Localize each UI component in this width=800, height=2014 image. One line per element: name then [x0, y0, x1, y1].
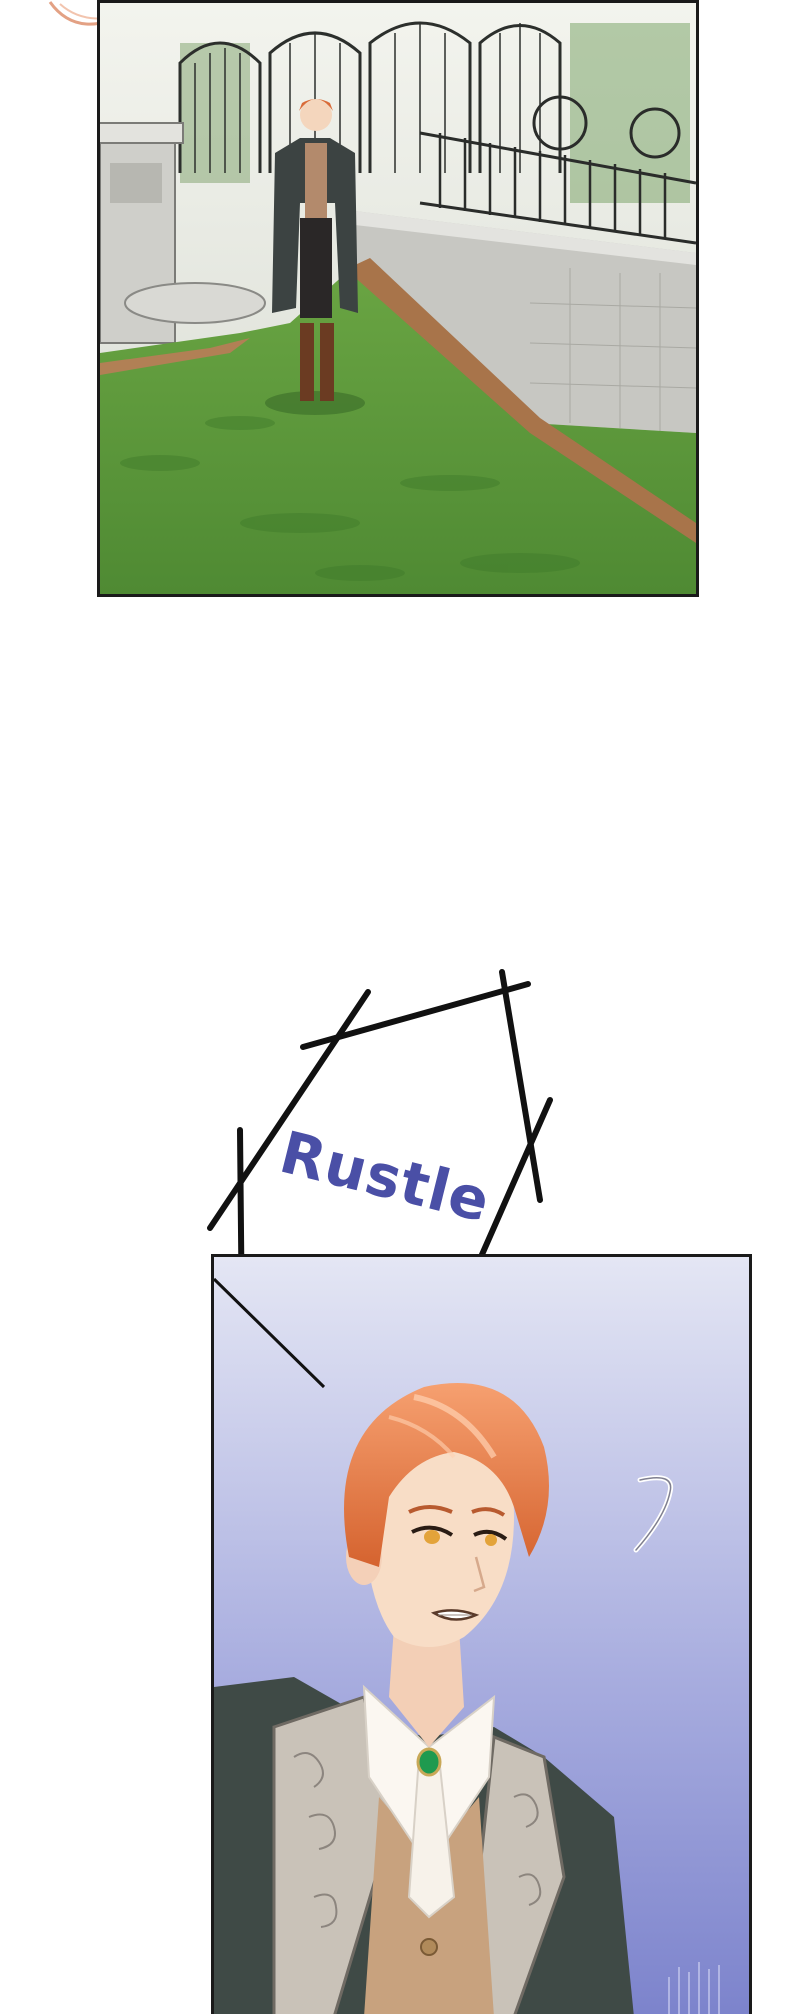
- walking-man-figure: [272, 99, 358, 401]
- red-haired-man-portrait: [214, 1257, 749, 2014]
- portrait-panel: [211, 1254, 752, 2014]
- garden-panel: [97, 0, 699, 597]
- garden-courtyard-scene: [100, 3, 696, 594]
- emotion-squiggle-icon: [630, 1472, 690, 1566]
- brooch-gem: [416, 1747, 442, 1777]
